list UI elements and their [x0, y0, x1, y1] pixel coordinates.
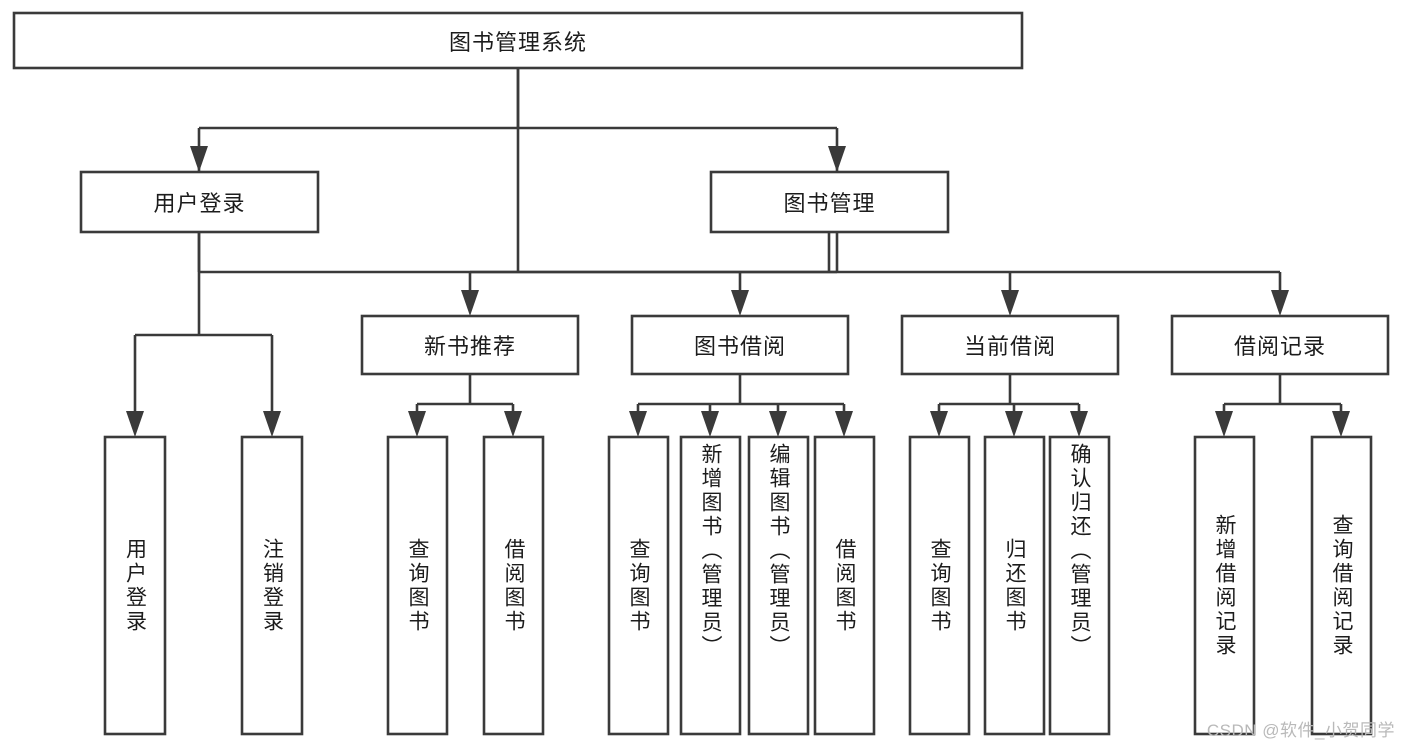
leaf-box-return-book[interactable]	[983, 435, 1046, 736]
leaf-box-borrow-book-recommend[interactable]	[482, 435, 545, 736]
leaf-box-query-book-recommend[interactable]	[386, 435, 449, 736]
node-root-box[interactable]	[12, 11, 1024, 70]
csdn-watermark: CSDN @软件_小贺同学	[1206, 721, 1395, 740]
leaf-box-user-login[interactable]	[103, 435, 167, 736]
node-book-manage-box[interactable]	[709, 170, 950, 234]
leaf-box-query-book-current[interactable]	[908, 435, 971, 736]
leaf-box-borrow-book[interactable]	[813, 435, 876, 736]
node-new-book-recommend-box[interactable]	[360, 314, 580, 376]
node-user-login-box[interactable]	[79, 170, 320, 234]
leaf-box-query-record[interactable]	[1310, 435, 1373, 736]
connector-borrow-record-branch	[1215, 374, 1350, 437]
node-current-borrow-box[interactable]	[900, 314, 1120, 376]
leaf-box-edit-book[interactable]	[747, 435, 810, 736]
connector-current-borrow-branch	[930, 374, 1088, 437]
connector-book-manage-branch	[461, 232, 1289, 316]
connector-book-borrow-branch	[629, 374, 853, 437]
leaf-box-confirm-return[interactable]	[1048, 435, 1111, 736]
leaf-box-logout[interactable]	[240, 435, 304, 736]
connector-new-book-branch	[408, 374, 522, 437]
leaf-box-add-record[interactable]	[1193, 435, 1256, 736]
node-book-borrow-box[interactable]	[630, 314, 850, 376]
connector-user-login-branch	[126, 232, 281, 437]
leaf-box-add-book[interactable]	[679, 435, 742, 736]
node-borrow-record-box[interactable]	[1170, 314, 1390, 376]
leaf-box-query-book-borrow[interactable]	[607, 435, 670, 736]
connector-root-branch	[190, 68, 846, 172]
